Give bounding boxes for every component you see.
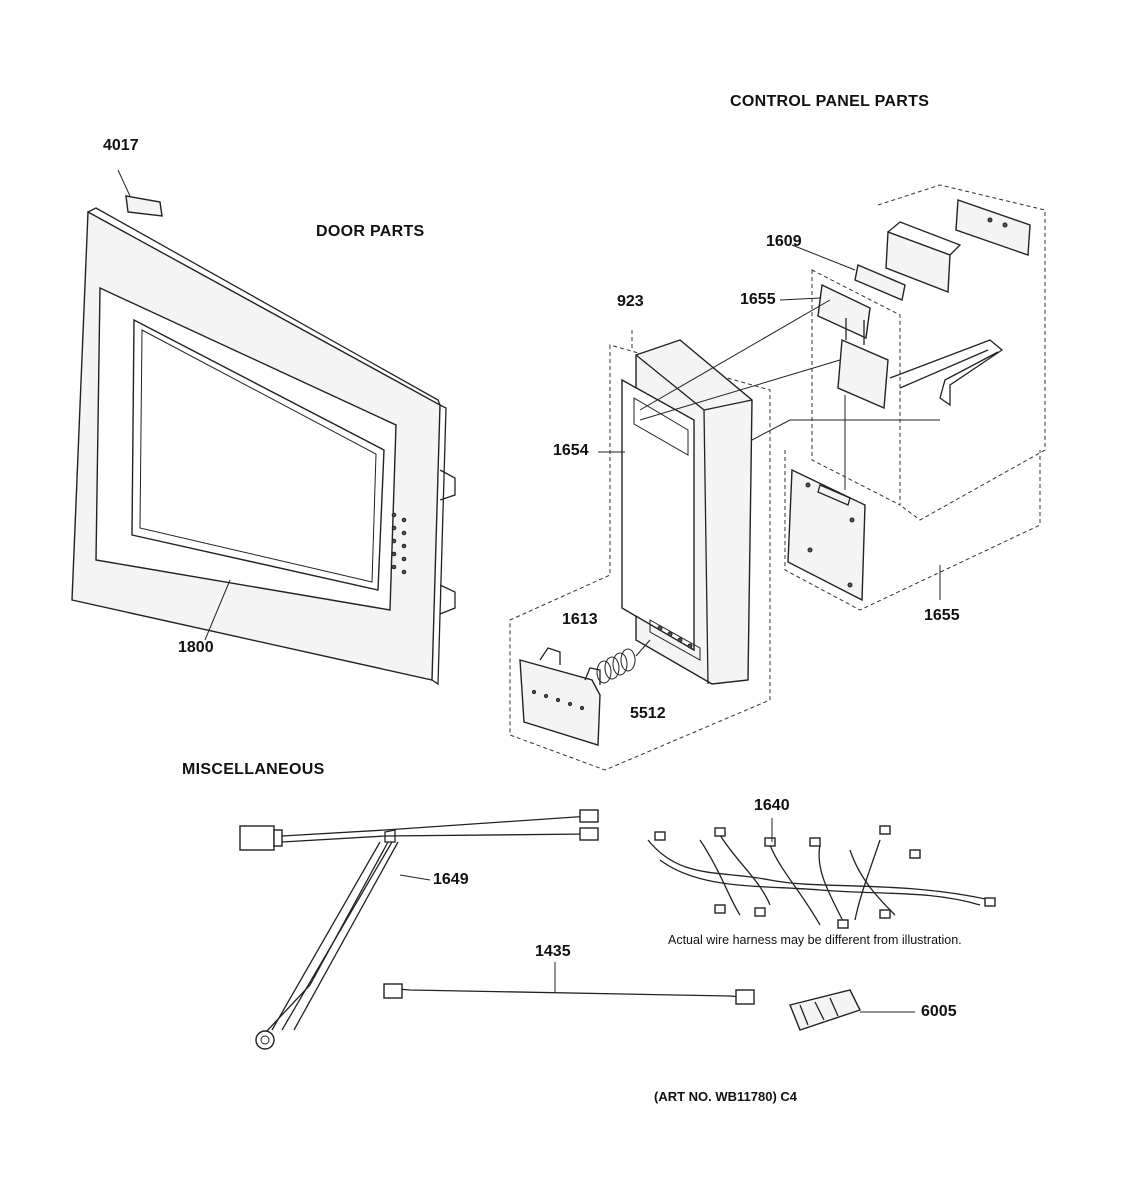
art-number: (ART NO. WB11780) C4 xyxy=(654,1089,798,1104)
part-label-1800: 1800 xyxy=(178,639,214,656)
part-label-6005: 6005 xyxy=(921,1003,957,1020)
harness-note: Actual wire harness may be different fro… xyxy=(668,933,962,947)
part-label-1649: 1649 xyxy=(433,871,469,888)
harness-1640-drawing xyxy=(647,818,996,929)
part-label-1613: 1613 xyxy=(562,611,598,628)
part-label-5512: 5512 xyxy=(630,705,666,722)
part-label-923: 923 xyxy=(617,293,644,310)
door-parts-title: DOOR PARTS xyxy=(316,223,425,240)
control-panel-drawing xyxy=(509,184,1046,771)
door-assembly-drawing xyxy=(71,169,456,686)
misc-parts-drawing xyxy=(239,809,996,1050)
part-label-1640: 1640 xyxy=(754,797,790,814)
part-label-4017: 4017 xyxy=(103,137,139,154)
door-vent-holes xyxy=(391,512,407,575)
miscellaneous-title: MISCELLANEOUS xyxy=(182,761,325,778)
part-label-1655-bottom: 1655 xyxy=(924,607,960,624)
part-label-1655-top: 1655 xyxy=(740,291,776,308)
part-label-1435: 1435 xyxy=(535,943,571,960)
spring-5512-drawing xyxy=(596,639,651,684)
control-panel-parts-title: CONTROL PANEL PARTS xyxy=(730,93,930,110)
part-label-1654: 1654 xyxy=(553,442,589,459)
part-label-1609: 1609 xyxy=(766,233,802,250)
